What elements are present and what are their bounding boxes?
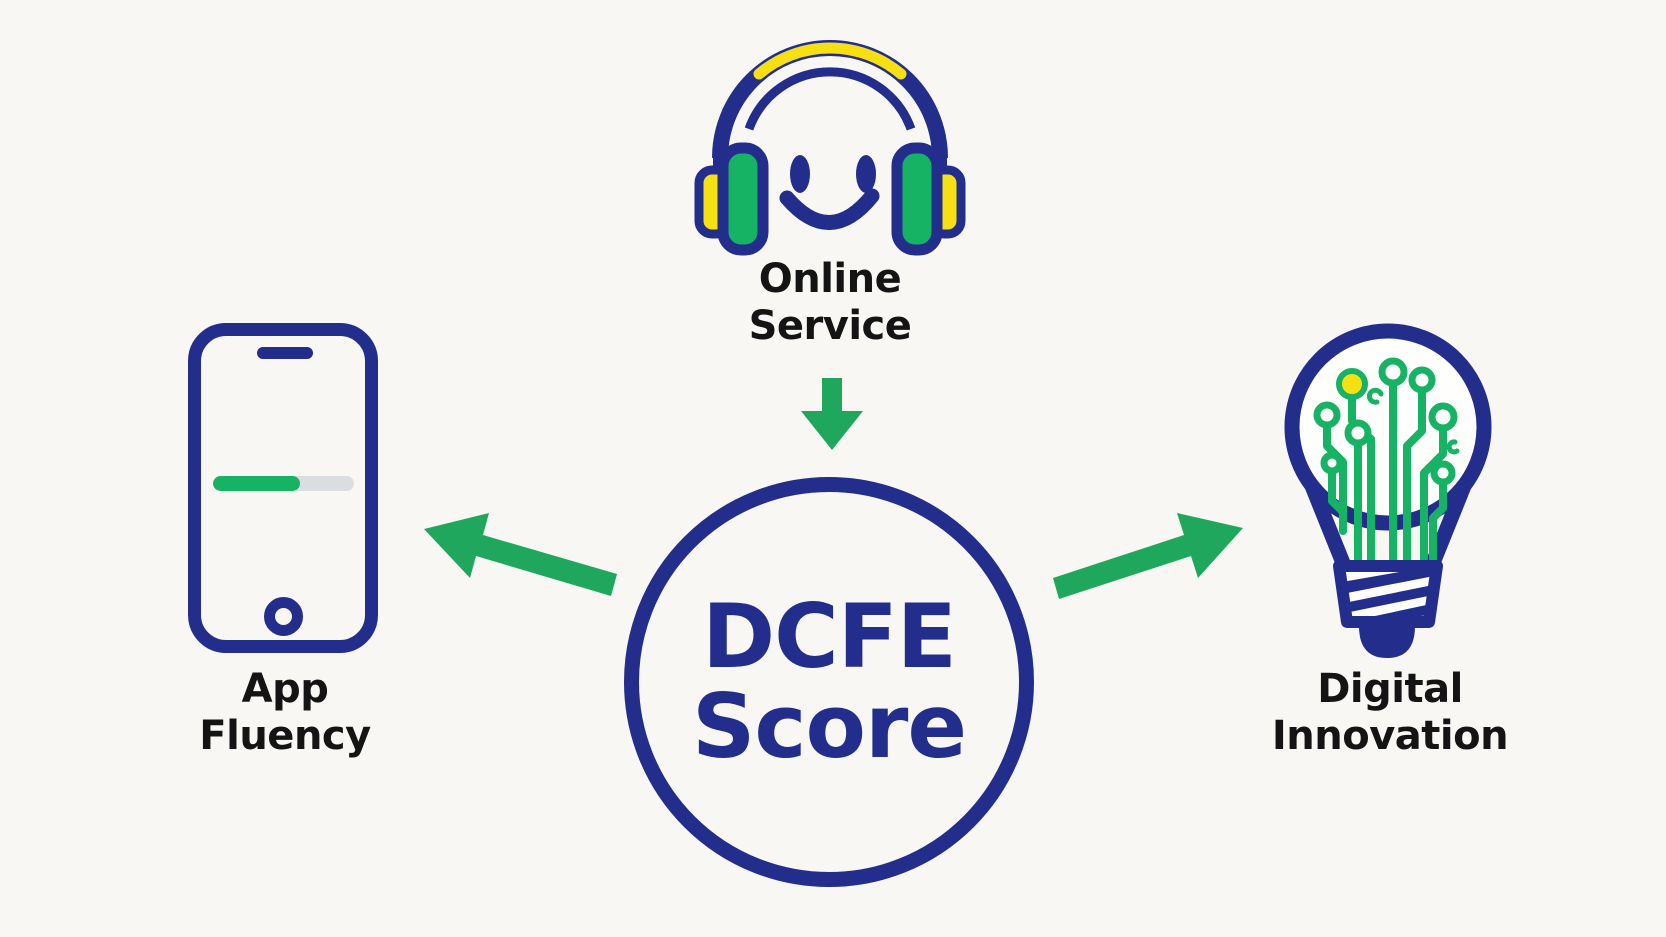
online-service-label: Online Service (670, 256, 990, 350)
headphones-smiley-icon (694, 40, 966, 256)
phone-progress-track (213, 476, 354, 491)
left-earcup-green (717, 142, 769, 256)
headband-arc (712, 40, 948, 159)
bulb-base-stripes (1342, 566, 1434, 622)
phone-speaker-bar (257, 347, 313, 359)
dcfe-score-line1: DCFE (702, 585, 957, 688)
app-fluency-label-line1: App (241, 666, 329, 712)
right-eye (856, 155, 876, 193)
circuit-traces (1323, 379, 1460, 568)
smile (779, 188, 880, 230)
circuit-nodes (1313, 357, 1458, 486)
right-earcup-green (891, 142, 943, 256)
digital-innovation-label-line1: Digital (1317, 666, 1463, 712)
app-fluency-label-line2: Fluency (199, 713, 371, 759)
online-service-label-line2: Service (748, 303, 912, 349)
digital-innovation-label-line2: Innovation (1271, 713, 1509, 759)
arrow-up-left-icon (424, 513, 617, 596)
dcfe-score-line2: Score (691, 675, 967, 778)
arrow-up-right-icon (1053, 513, 1243, 599)
progress-fill (213, 476, 301, 491)
headband-yellow-segment (753, 42, 907, 80)
digital-innovation-label: Digital Innovation (1230, 666, 1550, 760)
bulb-bottom-cap (1359, 626, 1415, 658)
phone-home-button (264, 597, 303, 636)
app-fluency-label: App Fluency (125, 666, 445, 760)
headband-inner-arc (744, 67, 916, 131)
left-eye (790, 155, 810, 193)
smartphone-progress-icon (188, 323, 378, 653)
online-service-label-line1: Online (758, 256, 902, 302)
arrow-down-icon (801, 378, 863, 450)
lightbulb-circuit-icon (1284, 323, 1492, 658)
dcfe-score-circle: DCFE Score (624, 477, 1034, 887)
yellow-node (1336, 368, 1368, 400)
